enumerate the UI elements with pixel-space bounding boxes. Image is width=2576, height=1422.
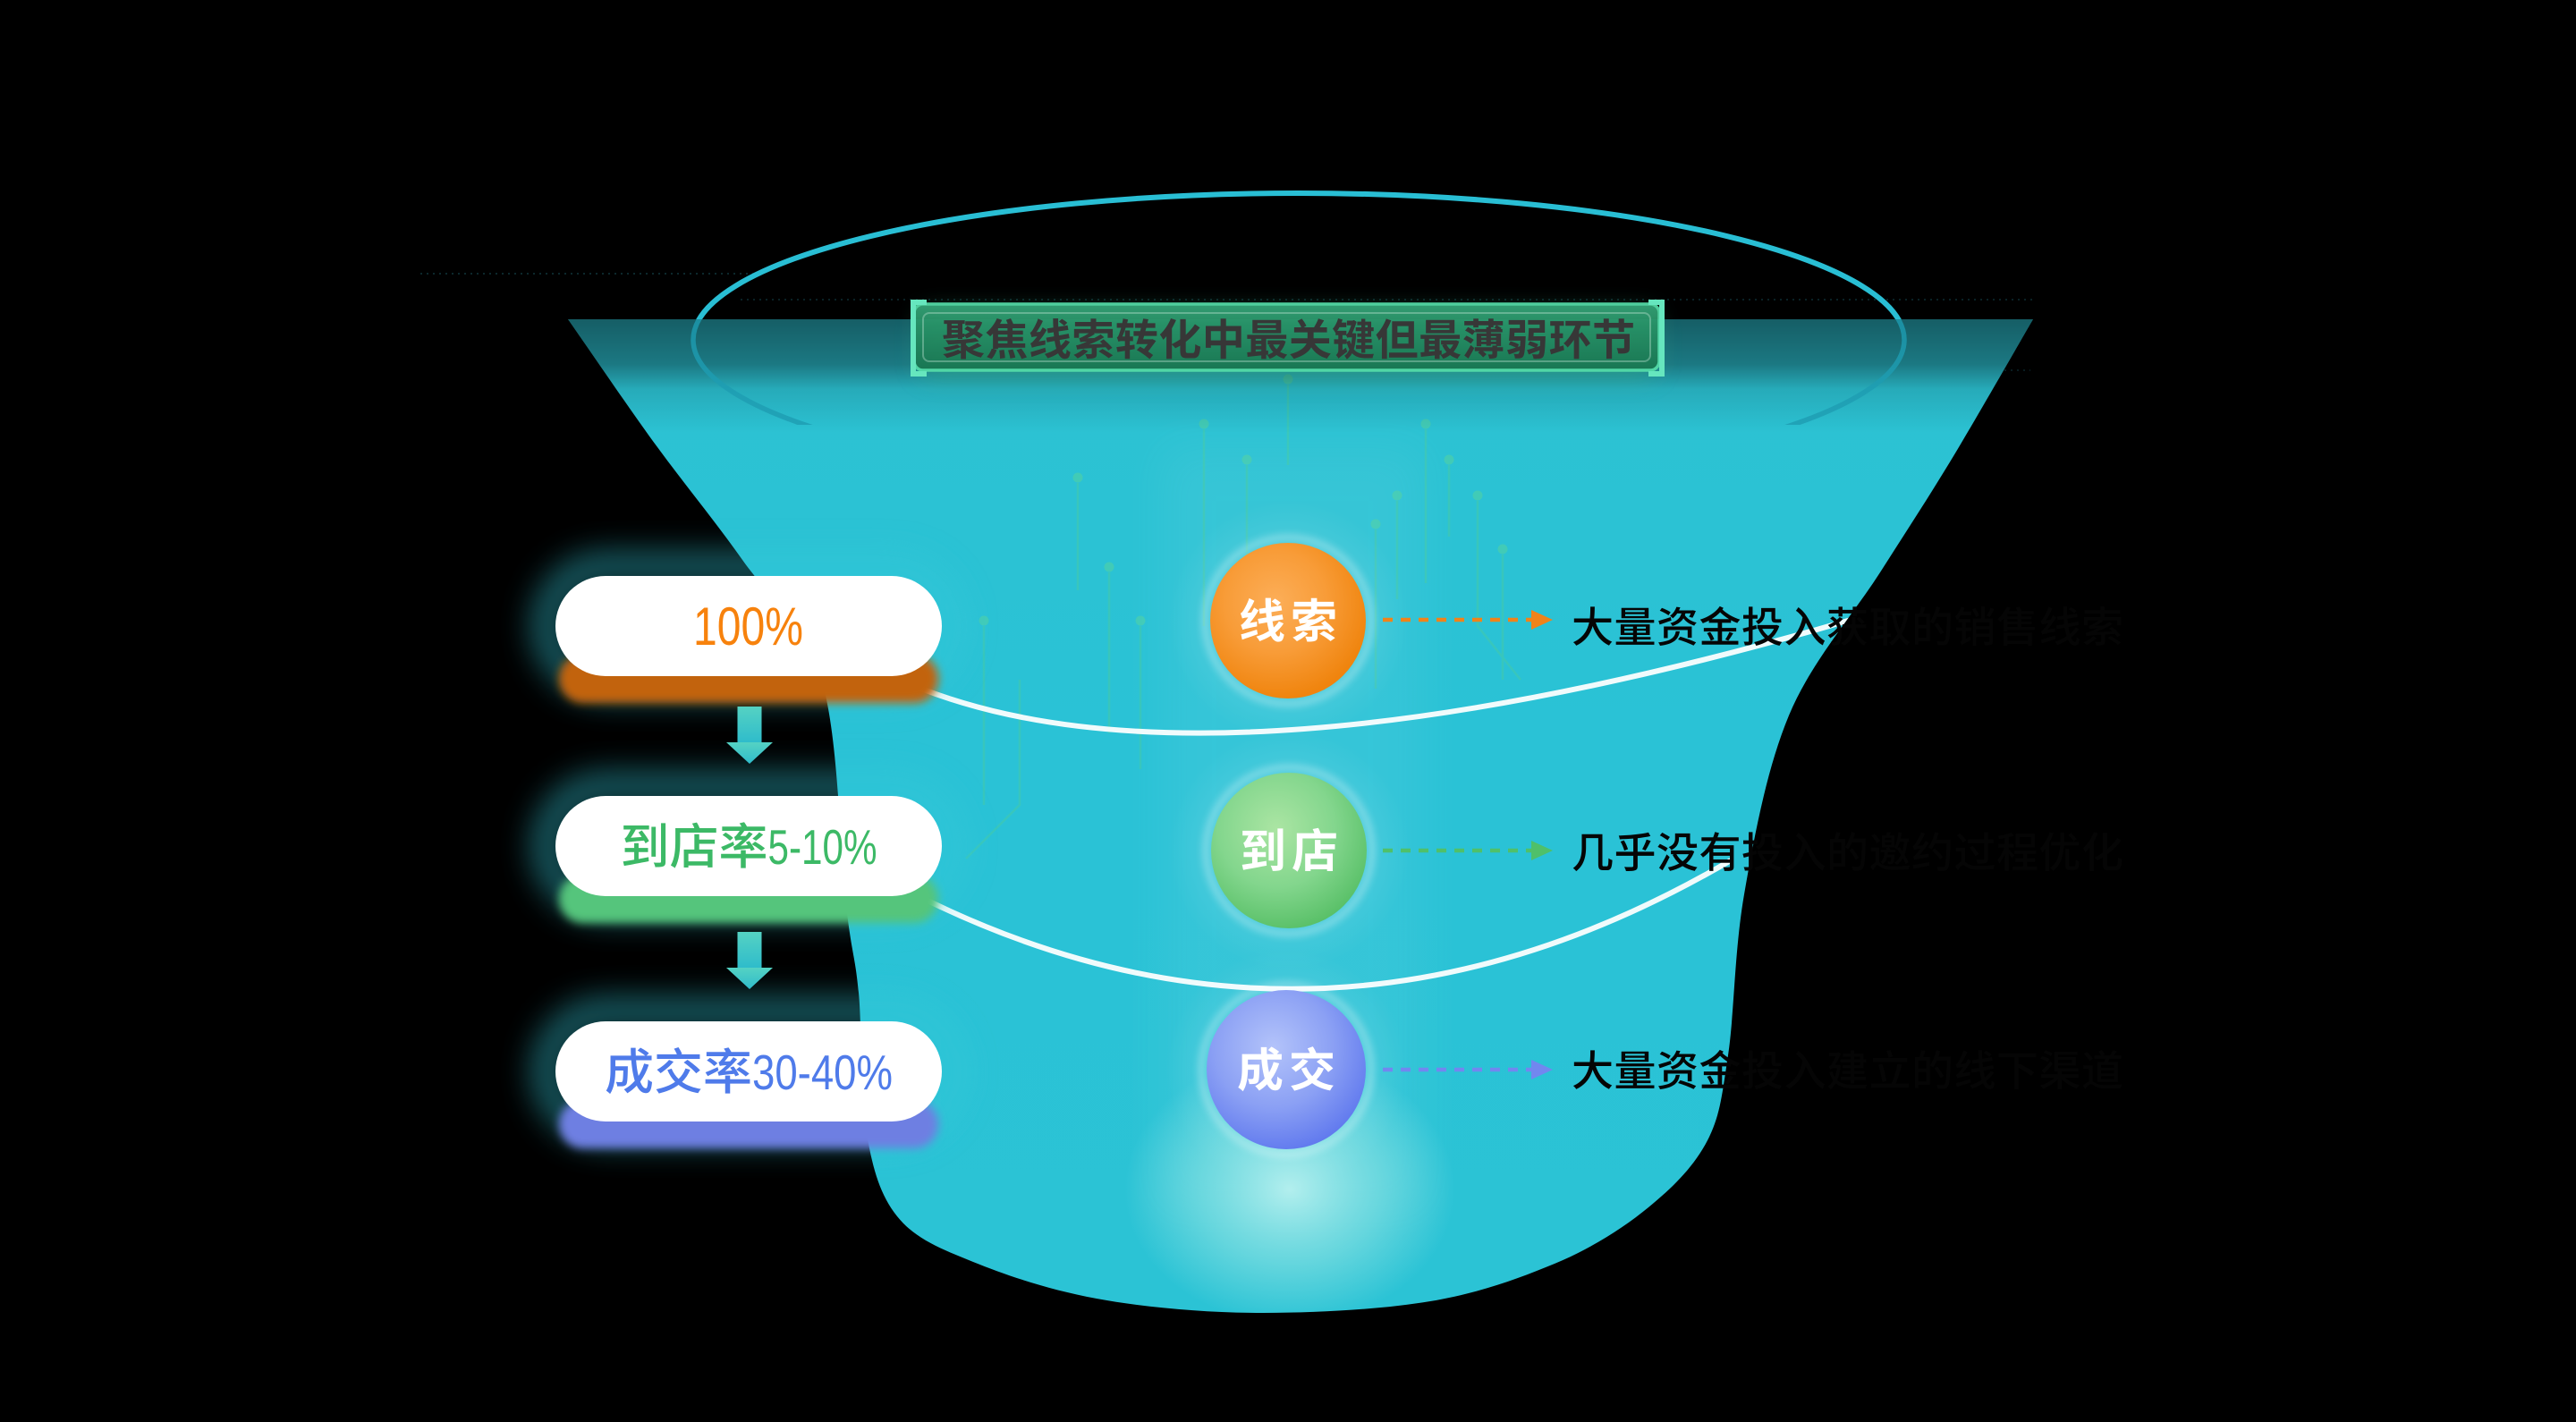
svg-text:5-10%: 5-10% xyxy=(768,819,877,875)
svg-text:100%: 100% xyxy=(693,597,803,656)
svg-text:30-40%: 30-40% xyxy=(752,1045,893,1100)
